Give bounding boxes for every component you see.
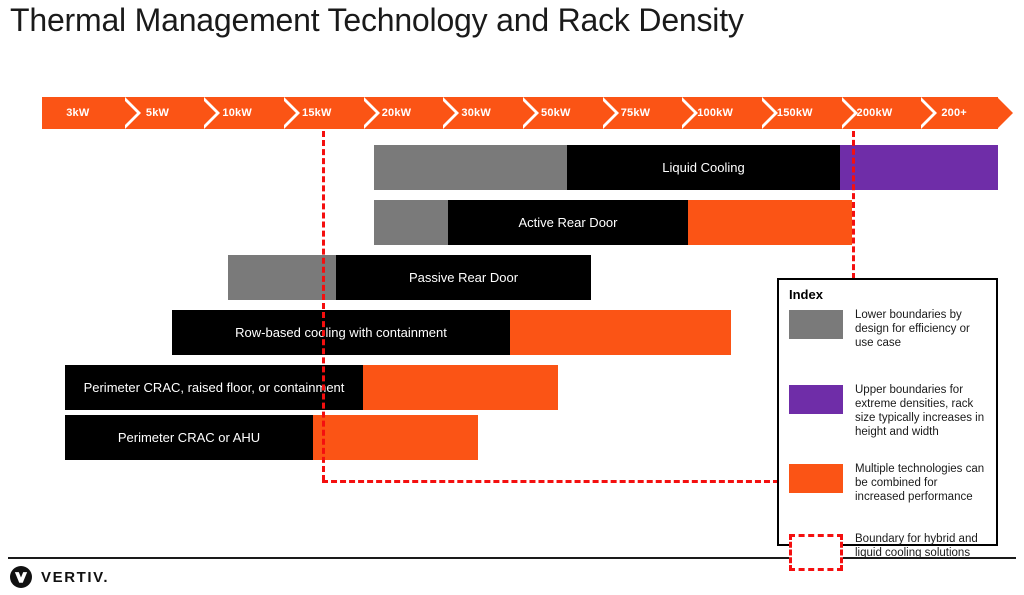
page-title: Thermal Management Technology and Rack D… bbox=[10, 2, 744, 38]
scale-tick-label: 100kW bbox=[697, 107, 734, 119]
legend-item-orange: Multiple technologies can be combined fo… bbox=[789, 462, 989, 504]
boundary-line-horizontal bbox=[322, 480, 779, 483]
bar-label: Perimeter CRAC or AHU bbox=[117, 430, 261, 445]
bar-segment-orange bbox=[313, 415, 478, 460]
legend-item-dashed: Boundary for hybrid and liquid cooling s… bbox=[789, 532, 989, 571]
bar-segment-black: Liquid Cooling bbox=[567, 145, 840, 190]
scale-tick-label: 3kW bbox=[66, 107, 90, 119]
bar-segment-orange bbox=[363, 365, 558, 410]
legend-text: Boundary for hybrid and liquid cooling s… bbox=[855, 533, 978, 559]
scale-tick-label: 200kW bbox=[856, 107, 893, 119]
vertiv-wordmark: VERTIV. bbox=[41, 568, 110, 586]
bar-label: Liquid Cooling bbox=[662, 160, 745, 175]
legend-item-purple: Upper boundaries for extreme densities, … bbox=[789, 383, 989, 439]
bar-segment-black: Active Rear Door bbox=[448, 200, 688, 245]
legend-swatch-purple bbox=[789, 385, 843, 414]
bar-segment-gray bbox=[374, 200, 448, 245]
vertiv-logo: VERTIV. bbox=[10, 566, 109, 588]
legend-text: Lower boundaries by design for efficienc… bbox=[855, 309, 970, 349]
scale-tick-label: 150kW bbox=[776, 107, 813, 119]
index-title: Index bbox=[789, 287, 823, 302]
bar-label: Perimeter CRAC, raised floor, or contain… bbox=[83, 380, 345, 395]
bar-label: Passive Rear Door bbox=[408, 270, 519, 285]
density-scale: 3kW 5kW 10kW 15kW 20kW 30kW 50kW 75kW 100kW 150kW… bbox=[42, 97, 1013, 129]
bar-segment-orange bbox=[688, 200, 852, 245]
scale-tick-label: 200+ bbox=[941, 107, 967, 119]
scale-tick-label: 15kW bbox=[302, 107, 332, 119]
bar-segment-gray bbox=[374, 145, 567, 190]
legend-swatch-orange bbox=[789, 464, 843, 493]
bar-row: Active Rear Door bbox=[0, 200, 1024, 245]
bar-label: Row-based cooling with containment bbox=[235, 325, 447, 340]
scale-tick-label: 20kW bbox=[381, 107, 412, 119]
bar-segment-black: Passive Rear Door bbox=[336, 255, 591, 300]
bar-row: Perimeter CRAC, raised floor, or contain… bbox=[0, 365, 1024, 410]
scale-tick-label: 50kW bbox=[541, 107, 571, 119]
vertiv-mark-icon bbox=[10, 566, 32, 588]
bar-segment-black: Perimeter CRAC or AHU bbox=[65, 415, 313, 460]
legend-item-gray: Lower boundaries by design for efficienc… bbox=[789, 308, 989, 350]
scale-tick-label: 5kW bbox=[145, 107, 170, 119]
bar-row: Row-based cooling with containment bbox=[0, 310, 1024, 355]
legend-swatch-dashed bbox=[789, 534, 843, 571]
scale-tick-label: 75kW bbox=[620, 107, 651, 119]
bar-row: Liquid Cooling bbox=[0, 145, 1024, 190]
bar-row: Perimeter CRAC or AHU bbox=[0, 415, 1024, 460]
scale-tick-3kw: 3kW bbox=[42, 97, 141, 129]
bar-label: Active Rear Door bbox=[518, 215, 618, 230]
boundary-line-15kw bbox=[322, 131, 325, 481]
bar-segment-purple bbox=[840, 145, 998, 190]
index-legend: Index Lower boundaries by design for eff… bbox=[777, 278, 998, 571]
bar-segment-orange bbox=[510, 310, 731, 355]
scale-tick-label: 30kW bbox=[461, 107, 491, 119]
bar-segment-black: Row-based cooling with containment bbox=[172, 310, 510, 355]
bar-row: Passive Rear Door bbox=[0, 255, 1024, 300]
legend-text: Upper boundaries for extreme densities, … bbox=[855, 384, 985, 438]
scale-tick-label: 10kW bbox=[222, 107, 252, 119]
legend-text: Multiple technologies can be combined fo… bbox=[855, 463, 985, 503]
bar-segment-black: Perimeter CRAC, raised floor, or contain… bbox=[65, 365, 363, 410]
legend-swatch-gray bbox=[789, 310, 843, 339]
footer-divider bbox=[8, 557, 1016, 559]
bar-segment-gray bbox=[228, 255, 336, 300]
boundary-line-200kw bbox=[852, 131, 855, 279]
